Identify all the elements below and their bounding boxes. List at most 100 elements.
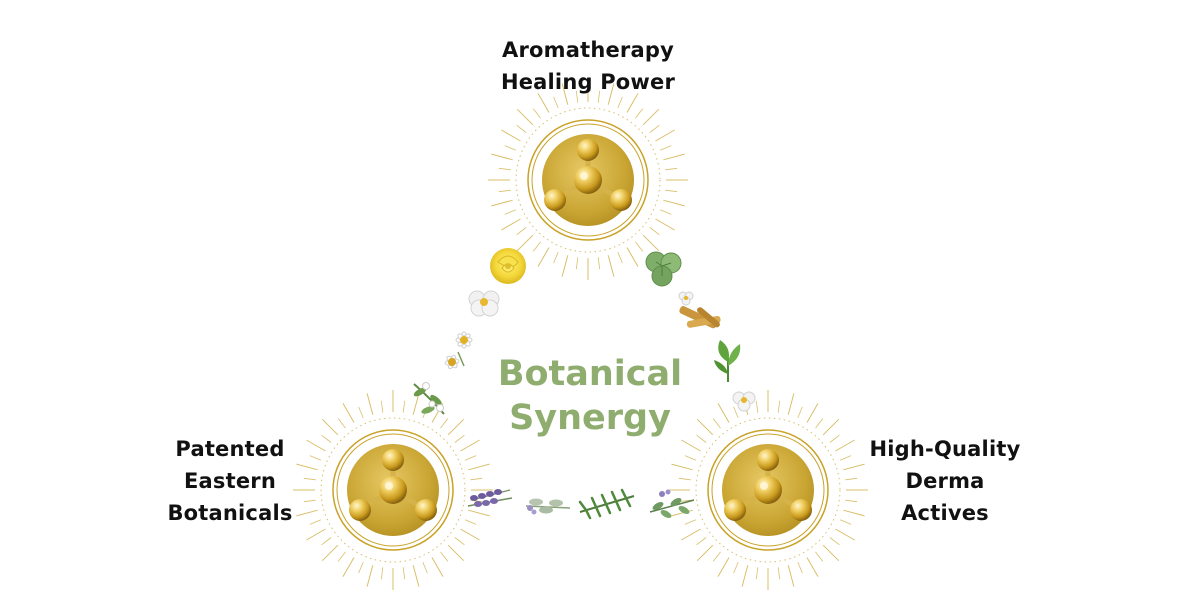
sunburst-ray (306, 528, 326, 541)
sunburst-ray (309, 519, 322, 525)
sunburst-ray (321, 544, 339, 562)
sunburst-ray (649, 124, 660, 133)
sunburst-rays (293, 390, 493, 590)
node-top-label-line: Healing Power (500, 70, 676, 94)
sunburst-rays (488, 80, 688, 280)
eucalyptus-icon (649, 489, 695, 518)
sunburst-ray (561, 255, 569, 277)
sunburst-ray (655, 218, 675, 231)
white-flower-icon (468, 290, 500, 317)
sunburst-ray (787, 565, 795, 587)
molecule-icon (347, 444, 439, 536)
sunburst-ray (678, 477, 691, 481)
sunburst-ray (663, 199, 685, 207)
sunburst-ray (337, 551, 346, 562)
sunburst-ray (655, 129, 675, 142)
sunburst-ray (460, 528, 480, 541)
sunburst-ray (755, 567, 759, 580)
sunburst-ray (532, 108, 541, 119)
jasmine-sprig-icon (413, 382, 445, 415)
sunburst-ray (460, 439, 480, 452)
sunburst-ray (696, 434, 707, 443)
sunburst-ray (787, 393, 795, 415)
white-flower-icon (732, 391, 756, 412)
sunburst-ray (839, 455, 852, 461)
sunburst-ray (306, 439, 326, 452)
sunburst-ray (464, 519, 477, 525)
molecule-icon (722, 444, 814, 536)
sunburst-ray (296, 509, 318, 517)
sunburst-ray (617, 96, 623, 109)
sunburst-ray (696, 544, 714, 562)
sunburst-ray (440, 551, 449, 562)
node-right-emblem (668, 390, 868, 590)
sunburst-ray (491, 153, 513, 161)
sunburst-ray (822, 418, 840, 436)
sunburst-ray (684, 455, 697, 461)
sunburst-ray (516, 227, 527, 236)
yellow-rose-icon (490, 248, 526, 284)
sunburst-ray (440, 418, 449, 429)
sunburst-ray (797, 561, 803, 574)
sunburst-ray (835, 528, 855, 541)
sunburst-ray (516, 124, 527, 133)
sunburst-ray (454, 434, 465, 443)
sunburst-ray (504, 209, 517, 215)
sunburst-ray (358, 561, 364, 574)
sunburst-ray (822, 544, 840, 562)
center-title: Botanical Synergy (470, 352, 710, 440)
sunburst-ray (447, 418, 465, 436)
centella-leaf-icon (645, 251, 682, 287)
sunburst-ray (491, 199, 513, 207)
sunburst-ray (829, 434, 840, 443)
sunburst-ray (501, 218, 521, 231)
sunburst-ray (597, 90, 601, 103)
sunburst-ray (402, 567, 406, 580)
node-right-label-line: High-Quality (869, 437, 1021, 461)
sunburst-ray (402, 400, 406, 413)
sunburst-ray (712, 418, 721, 429)
sunburst-ray (717, 403, 730, 423)
sunburst-ray (659, 145, 672, 151)
sunburst-ray (733, 561, 739, 574)
sunburst-ray (537, 93, 550, 113)
sunburst-ray (835, 439, 855, 452)
sunburst-ray (366, 565, 374, 587)
sunburst-ray (468, 463, 490, 471)
rosemary-icon (578, 488, 635, 520)
sunburst-ray (829, 537, 840, 546)
center-title-line-1: Botanical (497, 354, 683, 394)
sunburst-ray (806, 557, 819, 577)
sunburst-ray (380, 400, 384, 413)
sunburst-ray (431, 557, 444, 577)
sunburst-ray (597, 257, 601, 270)
sunburst-ray (845, 499, 858, 503)
sunburst-ray (845, 477, 858, 481)
sunburst-ray (681, 528, 701, 541)
sunburst-ray (296, 463, 318, 471)
sunburst-ray (504, 145, 517, 151)
sunburst-ray (733, 406, 739, 419)
sunburst-ray (468, 509, 490, 517)
sunburst-ray (642, 108, 660, 126)
sunburst-ray (537, 247, 550, 267)
licorice-root-icon (679, 306, 721, 329)
sunburst-rays (668, 390, 868, 590)
sunburst-ray (412, 565, 420, 587)
node-left-label: Patented Eastern Botanicals (140, 433, 320, 529)
sunburst-ray (635, 108, 644, 119)
sunburst-ray (464, 455, 477, 461)
node-top-emblem (488, 80, 688, 280)
sunburst-ray (498, 189, 511, 193)
sunburst-ray (380, 567, 384, 580)
sunburst-ray (358, 406, 364, 419)
sunburst-ray (843, 509, 865, 517)
sunburst-ray (575, 90, 579, 103)
sunburst-ray (815, 418, 824, 429)
sunburst-ray (321, 537, 332, 546)
node-right-label: High-Quality Derma Actives (860, 433, 1030, 529)
sunburst-ray (454, 537, 465, 546)
small-flower-icon (678, 291, 694, 306)
sage-sprig-icon (525, 498, 571, 515)
